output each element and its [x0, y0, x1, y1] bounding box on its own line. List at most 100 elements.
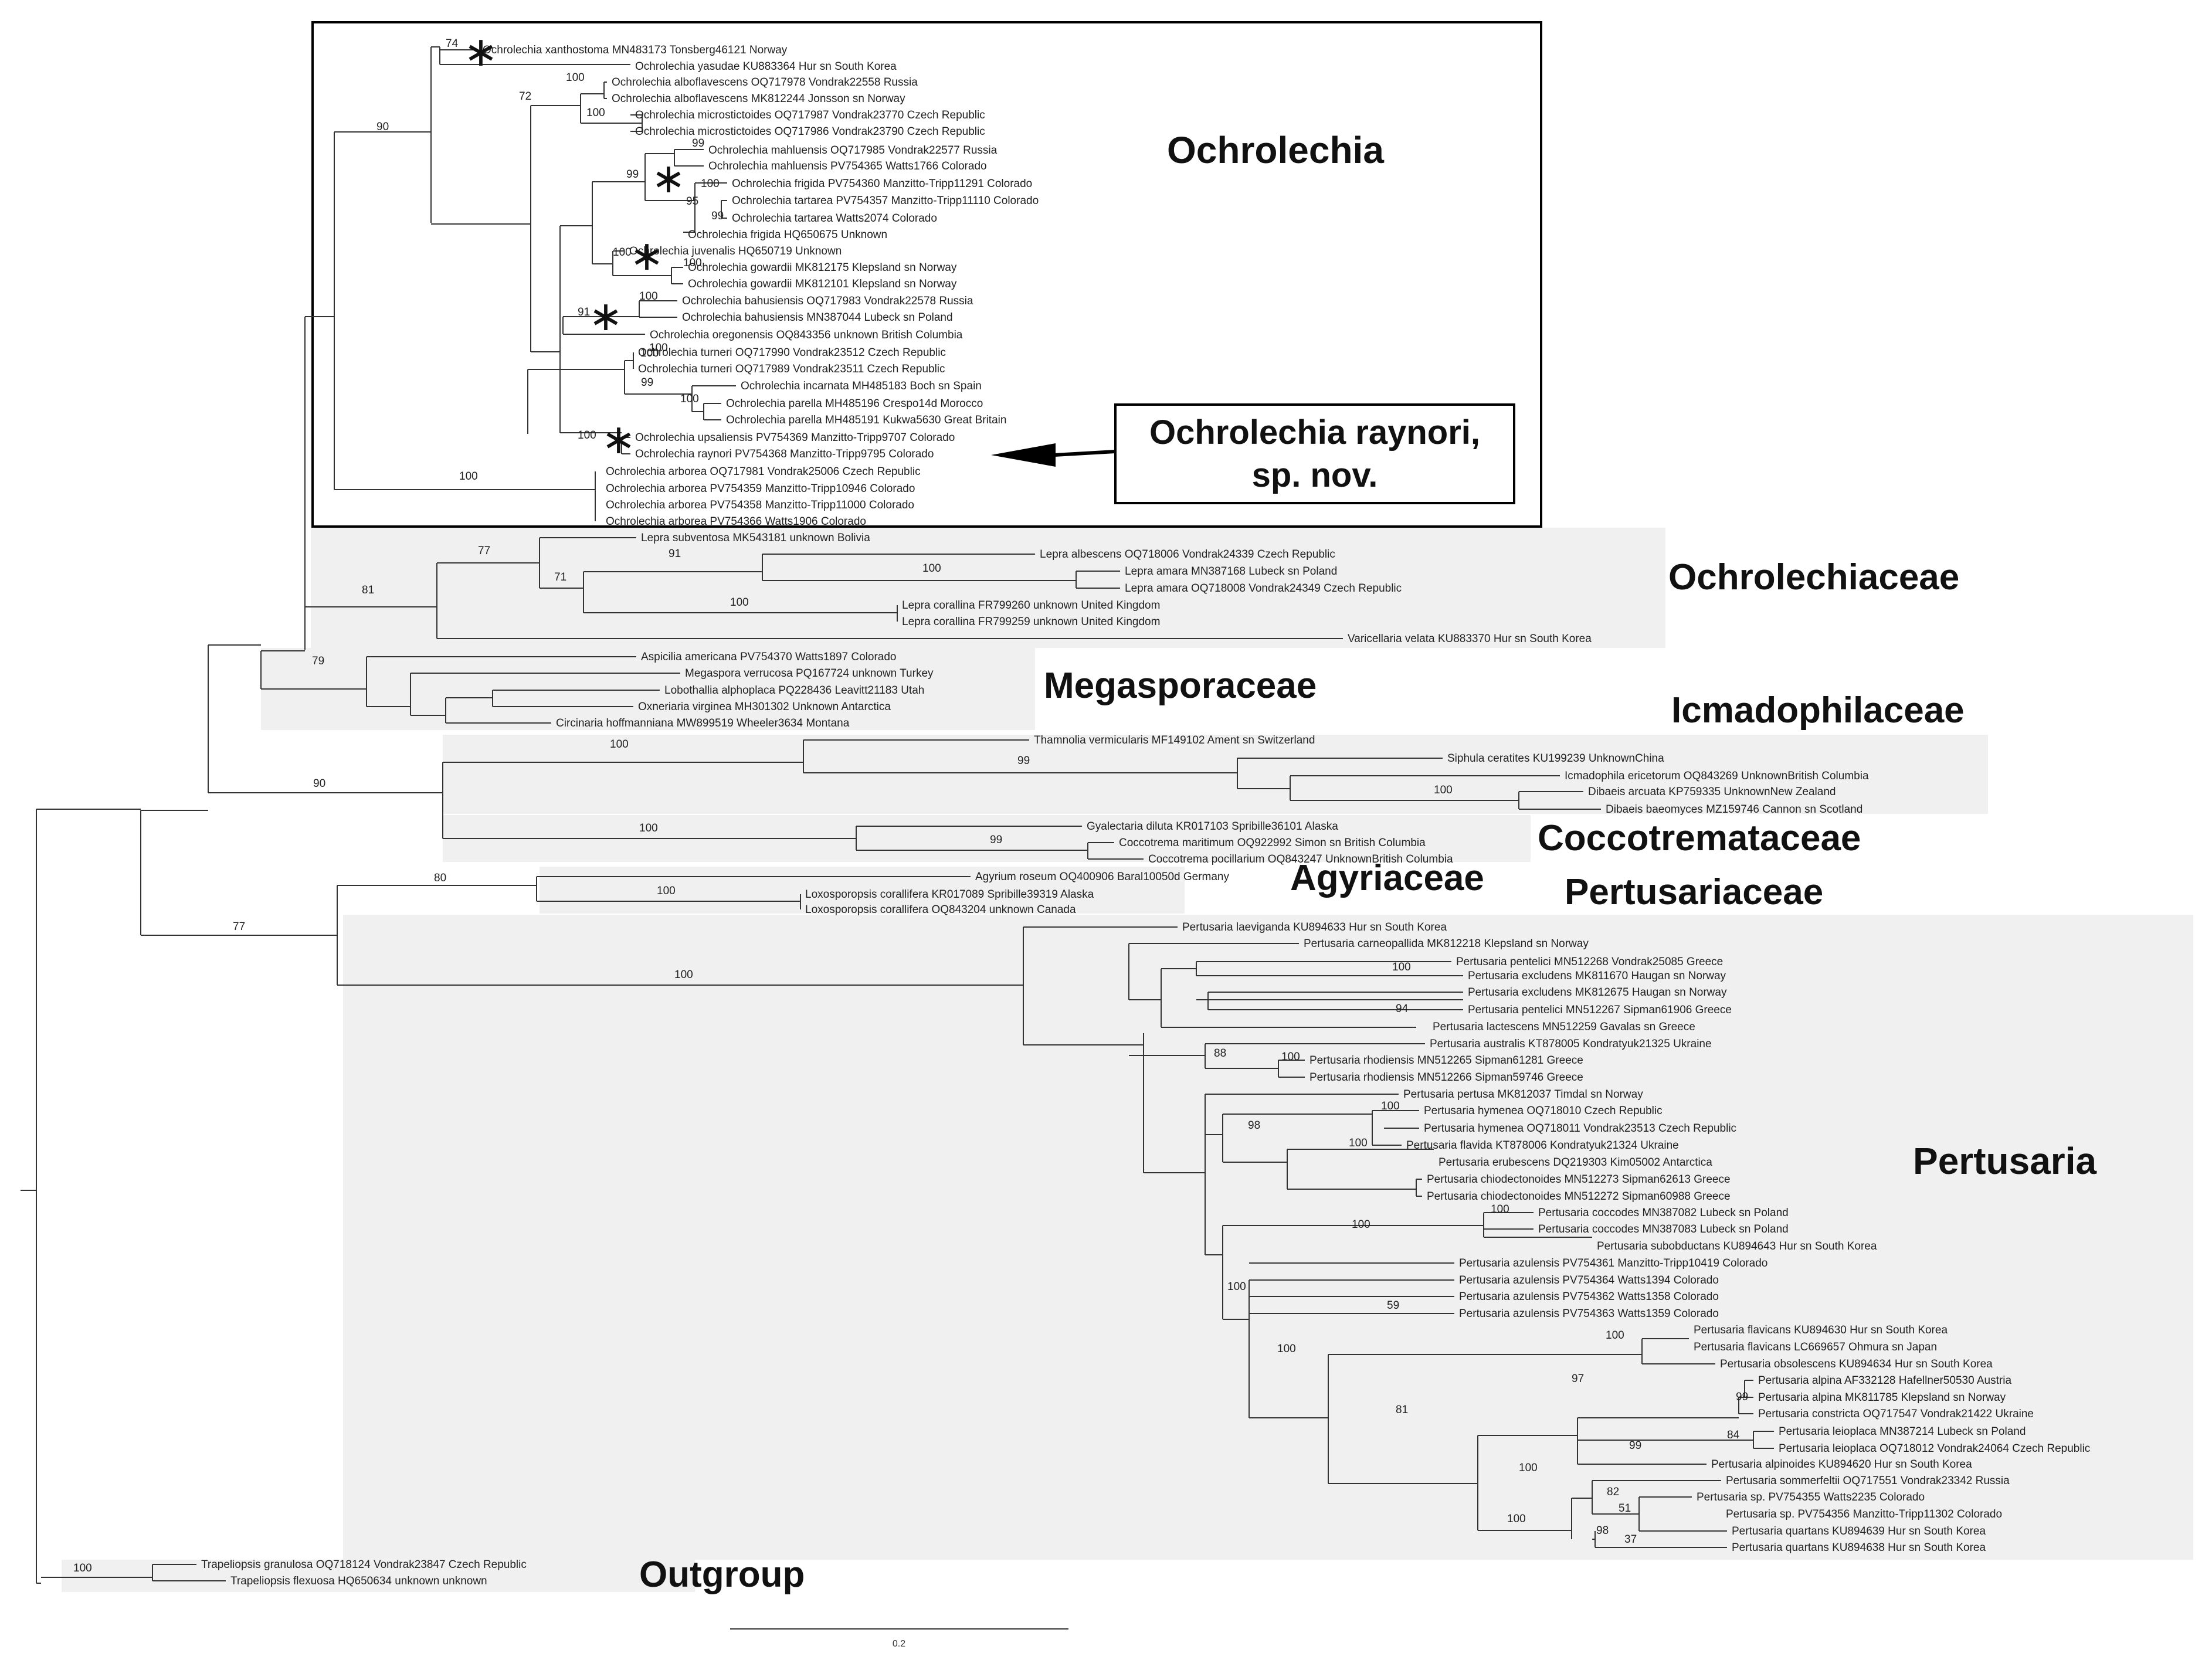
tip-label: Ochrolechia upsaliensis PV754369 Manzitt… [635, 432, 955, 444]
support-value: 77 [478, 545, 490, 557]
tip-label: Ochrolechia turneri OQ717990 Vondrak2351… [638, 347, 946, 359]
support-value: 77 [233, 921, 245, 933]
tip-label: Pertusaria pentelici MN512267 Sipman6190… [1468, 1004, 1732, 1016]
tip-label: Pertusaria erubescens DQ219303 Kim05002 … [1439, 1156, 1712, 1169]
group-label-pertusaria: Pertusaria [1913, 1140, 2096, 1182]
tip-label: Ochrolechia parella MH485196 Crespo14d M… [726, 398, 983, 410]
tip-label: Lepra subventosa MK543181 unknown Bolivi… [641, 532, 870, 544]
support-value: 99 [626, 168, 639, 181]
scale-bar-label: 0.2 [893, 1639, 905, 1649]
support-value: 99 [692, 137, 704, 150]
agyriaceae-shade [540, 867, 1185, 914]
tip-label: Pertusaria quartans KU894638 Hur sn Sout… [1732, 1542, 1986, 1554]
tip-label: Pertusaria obsolescens KU894634 Hur sn S… [1720, 1358, 1993, 1370]
tip-label: Ochrolechia incarnata MH485183 Boch sn S… [741, 380, 982, 392]
support-value: 100 [1349, 1137, 1368, 1149]
branches [21, 46, 1774, 1584]
tip-label: Ochrolechia microstictoides OQ717987 Von… [635, 109, 985, 121]
support-value: 100 [73, 1562, 92, 1574]
tip-label: Loxosporopsis corallifera OQ843204 unkno… [805, 904, 1076, 916]
support-value: 100 [674, 969, 693, 981]
support-value: 91 [578, 306, 590, 318]
support-value: 81 [1396, 1404, 1408, 1416]
tip-label: Ochrolechia arborea OQ717981 Vondrak2500… [606, 466, 921, 478]
tip-label: Dibaeis baeomyces MZ159746 Cannon sn Sco… [1606, 803, 1862, 816]
tip-label: Coccotrema maritimum OQ922992 Simon sn B… [1119, 837, 1426, 849]
support-value: 90 [376, 121, 389, 133]
support-value: 79 [312, 655, 324, 667]
group-label-pertusariaceae: Pertusariaceae [1565, 872, 1823, 912]
support-value: 100 [639, 290, 658, 303]
group-label-ochrolechiaceae: Ochrolechiaceae [1668, 557, 1959, 598]
tip-label: Ochrolechia tartarea Watts2074 Colorado [732, 212, 937, 225]
tip-label: Gyalectaria diluta KR017103 Spribille361… [1087, 820, 1338, 833]
support-value: 99 [990, 834, 1002, 846]
support-value: 91 [669, 548, 681, 560]
tip-label: Ochrolechia alboflavescens OQ717978 Vond… [612, 76, 918, 89]
tip-label: Ochrolechia gowardii MK812101 Klepsland … [688, 278, 957, 290]
callout: Ochrolechia raynori, sp. nov. [991, 403, 1515, 504]
tip-label: Pertusaria coccodes MN387082 Lubeck sn P… [1538, 1207, 1789, 1219]
support-value: 100 [649, 342, 668, 354]
support-value: 100 [578, 429, 596, 442]
support-value: 51 [1619, 1502, 1631, 1515]
tip-label: Lepra corallina FR799259 unknown United … [902, 616, 1160, 628]
support-value: 95 [686, 195, 698, 208]
group-label-outgroup: Outgroup [639, 1554, 805, 1595]
support-value: 72 [519, 90, 531, 103]
support-value: 98 [1248, 1119, 1260, 1132]
support-value: 100 [1227, 1281, 1246, 1293]
tip-label: Pertusaria coccodes MN387083 Lubeck sn P… [1538, 1223, 1789, 1235]
star-marker-icon: ∗ [630, 232, 664, 280]
support-value: 100 [1392, 961, 1411, 973]
tip-label: Pertusaria hymenea OQ718010 Czech Republ… [1424, 1105, 1663, 1117]
support-value: 59 [1387, 1299, 1399, 1312]
tip-label: Varicellaria velata KU883370 Hur sn Sout… [1348, 633, 1592, 645]
support-value: 100 [613, 246, 632, 259]
tip-label: Pertusaria rhodiensis MN512265 Sipman612… [1309, 1054, 1583, 1067]
support-value: 90 [313, 778, 325, 790]
support-value: 99 [641, 376, 653, 389]
star-marker-icon: ∗ [652, 154, 686, 202]
support-value: 100 [639, 822, 658, 834]
callout-box [1114, 403, 1515, 504]
support-values: 7490100721009999100959910010091100100100… [73, 38, 1748, 1574]
support-value: 97 [1572, 1373, 1584, 1385]
callout-line2: sp. nov. [1252, 456, 1378, 494]
tip-label: Ochrolechia microstictoides OQ717986 Von… [635, 125, 985, 138]
tip-label: Ochrolechia arborea PV754359 Manzitto-Tr… [606, 483, 915, 495]
tip-label: Pertusaria excludens MK812675 Haugan sn … [1468, 986, 1727, 999]
tip-label: Lepra albescens OQ718006 Vondrak24339 Cz… [1040, 548, 1335, 561]
tip-label: Pertusaria flavida KT878006 Kondratyuk21… [1406, 1139, 1679, 1152]
tip-label: Ochrolechia parella MH485191 Kukwa5630 G… [726, 414, 1006, 426]
tip-label: Pertusaria excludens MK811670 Haugan sn … [1468, 970, 1726, 982]
tip-label: Ochrolechia oregonensis OQ843356 unknown… [650, 329, 963, 341]
tip-label: Ochrolechia bahusiensis OQ717983 Vondrak… [682, 295, 973, 307]
support-value: 98 [1596, 1525, 1609, 1537]
tip-label: Pertusaria australis KT878005 Kondratyuk… [1430, 1038, 1712, 1050]
star-marker-icon: ∗ [589, 292, 623, 340]
ochrolechia-box [311, 21, 1542, 528]
tip-label: Ochrolechia tartarea PV754357 Manzitto-T… [732, 195, 1039, 207]
tip-label: Pertusaria quartans KU894639 Hur sn Sout… [1732, 1525, 1986, 1537]
tip-label: Pertusaria pentelici MN512268 Vondrak250… [1456, 956, 1723, 968]
tip-label: Coccotrema pocillarium OQ843247 UnknownB… [1148, 853, 1453, 865]
support-value: 100 [1352, 1218, 1370, 1231]
tip-label: Pertusaria hymenea OQ718011 Vondrak23513… [1424, 1122, 1736, 1135]
support-value: 71 [554, 571, 566, 583]
support-value: 100 [1277, 1343, 1296, 1355]
tip-label: Pertusaria leioplaca MN387214 Lubeck sn … [1779, 1425, 2026, 1438]
tip-label: Pertusaria sp. PV754356 Manzitto-Tripp11… [1726, 1508, 2002, 1520]
tip-label: Ochrolechia alboflavescens MK812244 Jons… [612, 93, 905, 105]
support-value: 100 [657, 885, 676, 897]
icmadophilaceae-shade [443, 735, 1988, 814]
group-label-megasporaceae: Megasporaceae [1044, 666, 1317, 706]
tip-label: Pertusaria constricta OQ717547 Vondrak21… [1758, 1408, 2034, 1420]
tip-label: Oxneriaria virginea MH301302 Unknown Ant… [638, 701, 891, 713]
support-value: 100 [566, 72, 585, 84]
group-label-ochrolechia: Ochrolechia [1167, 129, 1384, 171]
support-value: 100 [701, 178, 720, 190]
support-value: 80 [434, 872, 446, 884]
tip-label: Ochrolechia mahluensis PV754365 Watts176… [708, 160, 987, 172]
